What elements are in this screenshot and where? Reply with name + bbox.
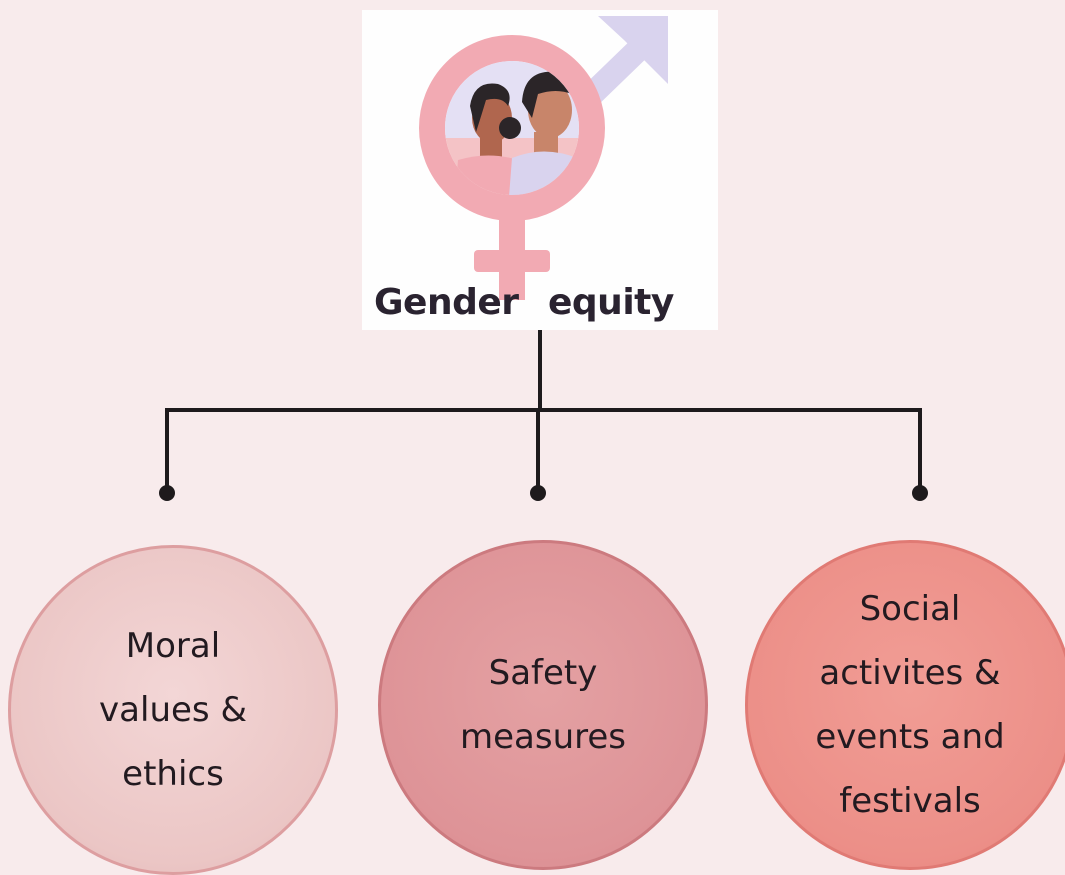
title-word-gender: Gender — [374, 282, 519, 323]
gender-equality-icon — [419, 16, 668, 300]
header-card: Gender equity — [362, 10, 718, 330]
branch-dot-left — [159, 485, 175, 501]
branch-circle-safety-measures: Safety measures — [378, 540, 708, 870]
page-title: Gender equity — [362, 282, 718, 330]
branch-circle-social-activities: Social activites & events and festivals — [745, 540, 1065, 870]
branch-label-social-activities: Social activites & events and festivals — [815, 589, 1005, 821]
branch-dot-right — [912, 485, 928, 501]
branch-dot-center — [530, 485, 546, 501]
branch-label-safety-measures: Safety measures — [460, 653, 626, 757]
branch-label-moral-values: Moral values & ethics — [99, 626, 247, 794]
title-word-equity: equity — [548, 282, 674, 323]
branch-circle-moral-values: Moral values & ethics — [8, 545, 338, 875]
